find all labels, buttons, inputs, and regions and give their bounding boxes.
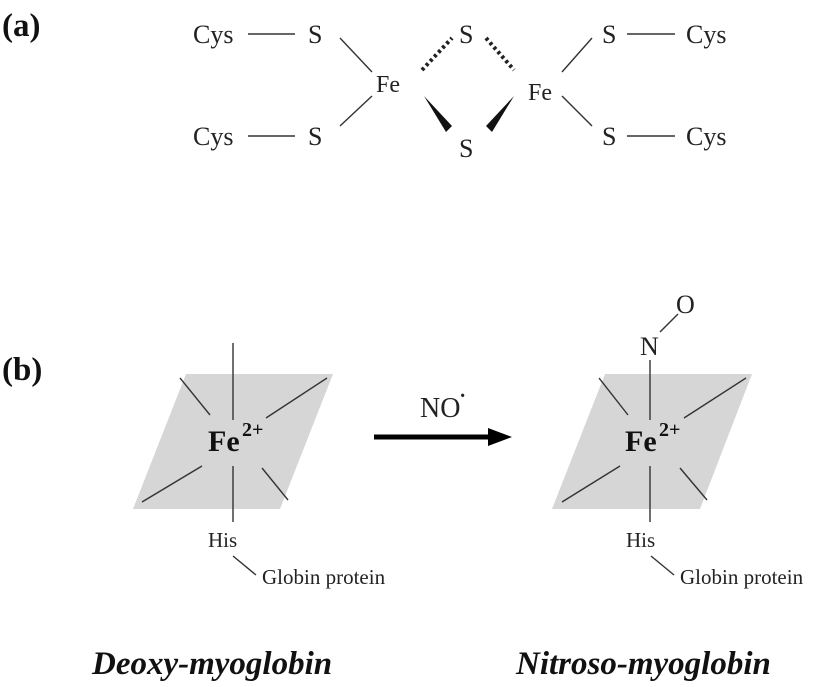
panel-a-label: (a): [2, 8, 40, 44]
iron-left: Fe: [376, 72, 400, 98]
porphyrin-n-bond-4-left: [261, 467, 289, 501]
wedge-bond-left: [424, 96, 452, 132]
cys-top-left: Cys: [193, 20, 233, 49]
reaction-arrow: NO ·: [374, 381, 512, 446]
his-globin-link-left: [232, 555, 257, 576]
panel-b: (b) Fe 2+ His Globin protein NO ·: [2, 290, 804, 682]
nitrogen-atom: N: [640, 332, 659, 361]
arrow-head: [488, 428, 512, 446]
wedge-bond-right: [486, 96, 514, 132]
hashed-bond-left: [420, 36, 454, 72]
caption-nitroso-myoglobin: Nitroso-myoglobin: [515, 646, 771, 682]
iron-center-left: Fe: [208, 425, 240, 458]
iron-right: Fe: [528, 80, 552, 106]
porphyrin-n-bond-2-left: [265, 377, 328, 419]
porphyrin-n-bond-3-left: [141, 465, 203, 503]
sulfur-bottom-right: S: [602, 122, 616, 151]
porphyrin-n-bond-2-right: [683, 377, 747, 419]
globin-label-left: Globin protein: [262, 565, 386, 589]
panel-b-label: (b): [2, 352, 42, 388]
his-label-right: His: [626, 528, 655, 552]
sulfur-top-right: S: [602, 20, 616, 49]
his-label-left: His: [208, 528, 237, 552]
sulfur-bridge-top: S: [459, 20, 473, 49]
porphyrin-n-bond-1-left: [179, 377, 211, 416]
bond-s-fe-left-top: [339, 37, 373, 73]
globin-label-right: Globin protein: [680, 565, 804, 589]
bond-s-fe-left-bottom: [339, 95, 373, 127]
porphyrin-n-bond-1-right: [598, 377, 629, 416]
radical-dot: ·: [458, 381, 467, 412]
panel-a: (a) Cys Cys S S S S Fe Fe S S Cys Cys: [2, 8, 726, 163]
caption-deoxy-myoglobin: Deoxy-myoglobin: [91, 646, 332, 682]
porphyrin-n-bond-4-right: [679, 467, 708, 501]
cys-top-right: Cys: [686, 20, 726, 49]
sulfur-top-left: S: [308, 20, 322, 49]
sulfur-bridge-bottom: S: [459, 134, 473, 163]
iron-center-right: Fe: [625, 425, 657, 458]
cys-bottom-left: Cys: [193, 122, 233, 151]
deoxy-heme: Fe 2+ His Globin protein: [133, 343, 386, 589]
heme-plane-left: [133, 374, 333, 509]
his-globin-link-right: [650, 555, 675, 576]
hashed-bond-right: [484, 36, 516, 72]
sulfur-bottom-left: S: [308, 122, 322, 151]
cys-bottom-right: Cys: [686, 122, 726, 151]
porphyrin-n-bond-3-right: [561, 465, 621, 503]
iron-charge-right: 2+: [659, 419, 680, 441]
nitroso-heme: N O Fe 2+ His Globin protein: [552, 290, 804, 589]
oxygen-atom: O: [676, 290, 695, 319]
bond-s-fe-right-bottom: [561, 95, 593, 127]
bond-s-fe-right-top: [561, 37, 593, 73]
iron-charge-left: 2+: [242, 419, 263, 441]
n-o-bond: [659, 313, 679, 333]
nitric-oxide-label: NO: [420, 393, 460, 424]
heme-plane-right: [552, 374, 752, 509]
